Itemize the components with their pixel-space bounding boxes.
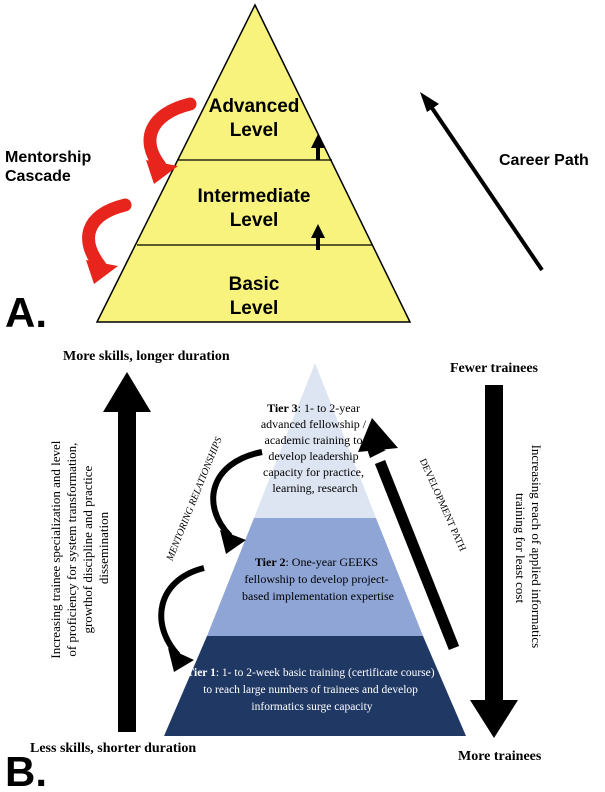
- tier2-text: Tier 2: One-year GEEKS fellowship to dev…: [242, 555, 394, 603]
- more-skills-label: More skills, longer duration: [63, 349, 230, 364]
- mentoring-curved-arrow-upper: [210, 449, 263, 554]
- development-path-label: DEVELOPMENT PATH: [417, 457, 468, 553]
- mentorship-curved-arrow-lower: [82, 198, 132, 284]
- mentoring-curved-arrow-lower: [158, 565, 205, 672]
- career-path-label: Career Path: [499, 152, 589, 169]
- tier3-text: Tier 3: 1- to 2-year advanced fellowship…: [261, 401, 369, 495]
- pyramid-a: [95, 3, 412, 323]
- panel-a-label: A.: [5, 289, 47, 336]
- development-path-arrow: [358, 418, 460, 651]
- less-skills-label: Less skills, shorter duration: [30, 741, 196, 756]
- tier2-band: [207, 518, 423, 636]
- more-trainees-label: More trainees: [458, 749, 542, 764]
- mentorship-curved-arrow-upper: [143, 97, 197, 184]
- tier3-band: [254, 363, 376, 518]
- up-arrow-basic: [311, 224, 325, 250]
- skills-up-arrow: [103, 372, 151, 732]
- tier1-band: [164, 636, 466, 736]
- panel-b: Tier 3: 1- to 2-year advanced fellowship…: [5, 349, 544, 792]
- tier1-text: Tier 1: 1- to 2-week basic training (cer…: [187, 667, 438, 713]
- specialization-vertical-text: Increasing trainee specialization and le…: [48, 437, 111, 658]
- fewer-trainees-label: Fewer trainees: [450, 361, 539, 376]
- trainees-down-arrow: [470, 385, 518, 738]
- panel-b-label: B.: [5, 748, 47, 792]
- career-path-arrow: [420, 92, 544, 272]
- up-arrow-intermediate: [311, 134, 325, 160]
- reach-vertical-text: Increasing reach of applied informatics …: [513, 445, 544, 652]
